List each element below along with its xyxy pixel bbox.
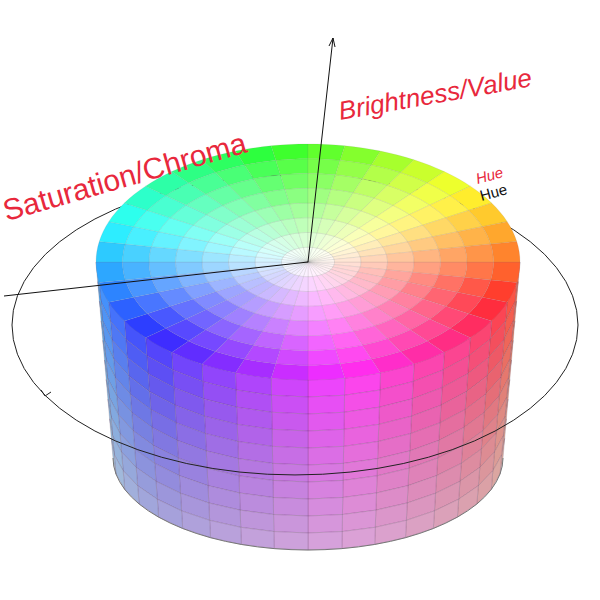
axis-label: Brightness/Value — [336, 64, 533, 124]
side-cell — [308, 532, 342, 550]
top-cell — [334, 257, 361, 262]
top-cell — [491, 262, 520, 282]
side-cell — [157, 499, 182, 528]
side-cell — [272, 412, 308, 431]
top-cell — [308, 257, 334, 262]
side-cell — [273, 497, 308, 516]
side-cell — [308, 480, 343, 499]
top-cell — [308, 364, 345, 380]
side-cell — [308, 515, 342, 533]
top-cell — [271, 364, 308, 380]
side-cell — [308, 497, 343, 516]
top-cell — [96, 262, 125, 282]
hue-arrowhead — [41, 390, 51, 396]
side-cell — [274, 515, 308, 533]
axis-arrowhead — [329, 38, 335, 47]
side-cell — [271, 395, 308, 414]
top-cell — [290, 203, 308, 218]
top-cell — [294, 218, 308, 233]
hue-ring — [12, 325, 578, 475]
side-cell — [308, 429, 344, 448]
side-cell — [272, 429, 308, 448]
top-cell — [276, 349, 308, 365]
side-cell — [308, 412, 344, 431]
side-cell — [457, 486, 478, 517]
top-cell — [149, 262, 178, 277]
top-cell — [308, 306, 326, 321]
top-cell — [285, 188, 308, 204]
side-cell — [272, 446, 308, 465]
cylinder-side — [96, 262, 520, 550]
top-cell — [465, 262, 494, 280]
top-cell — [438, 247, 467, 262]
side-cell — [433, 499, 458, 528]
side-cell — [308, 395, 345, 414]
top-cell — [340, 359, 380, 378]
top-cell — [202, 262, 230, 272]
top-cell — [308, 174, 336, 190]
top-cell — [308, 259, 335, 262]
side-cell — [308, 446, 344, 465]
top-cell — [308, 320, 331, 336]
side-cell — [271, 378, 308, 397]
top-cell — [308, 144, 345, 160]
top-cell — [280, 335, 308, 351]
top-cell — [308, 262, 321, 276]
top-cell — [299, 247, 308, 262]
top-cell — [308, 335, 336, 351]
saturation-axis — [4, 262, 308, 296]
top-cell — [386, 252, 414, 262]
top-cell — [123, 262, 152, 280]
side-cell — [138, 486, 159, 517]
side-cell — [111, 438, 116, 474]
side-cell — [273, 463, 308, 482]
top-cell — [295, 248, 308, 262]
top-cell — [271, 144, 308, 160]
side-cell — [273, 480, 308, 499]
top-cell — [308, 262, 317, 277]
top-cell — [308, 277, 317, 292]
side-cell — [375, 520, 407, 544]
value-axis — [308, 38, 333, 262]
side-cell — [210, 520, 242, 544]
top-cell — [276, 159, 308, 175]
top-cell — [176, 262, 204, 275]
top-cell — [482, 222, 516, 244]
top-cell — [465, 244, 494, 262]
top-cell — [299, 233, 308, 248]
top-cell — [308, 262, 313, 277]
top-cell — [96, 242, 125, 262]
top-cell — [308, 291, 322, 306]
top-cell — [491, 242, 520, 262]
cylinder-outline — [113, 458, 503, 550]
top-cell — [412, 249, 440, 262]
top-cell — [303, 247, 308, 262]
side-cell — [308, 463, 343, 482]
top-cell — [308, 159, 340, 175]
top-cell — [280, 174, 308, 190]
side-cell — [274, 532, 308, 550]
top-cell — [360, 254, 387, 262]
top-cell — [123, 244, 152, 262]
side-cell — [123, 471, 139, 504]
side-cell — [308, 378, 345, 397]
top-cell — [308, 349, 340, 365]
